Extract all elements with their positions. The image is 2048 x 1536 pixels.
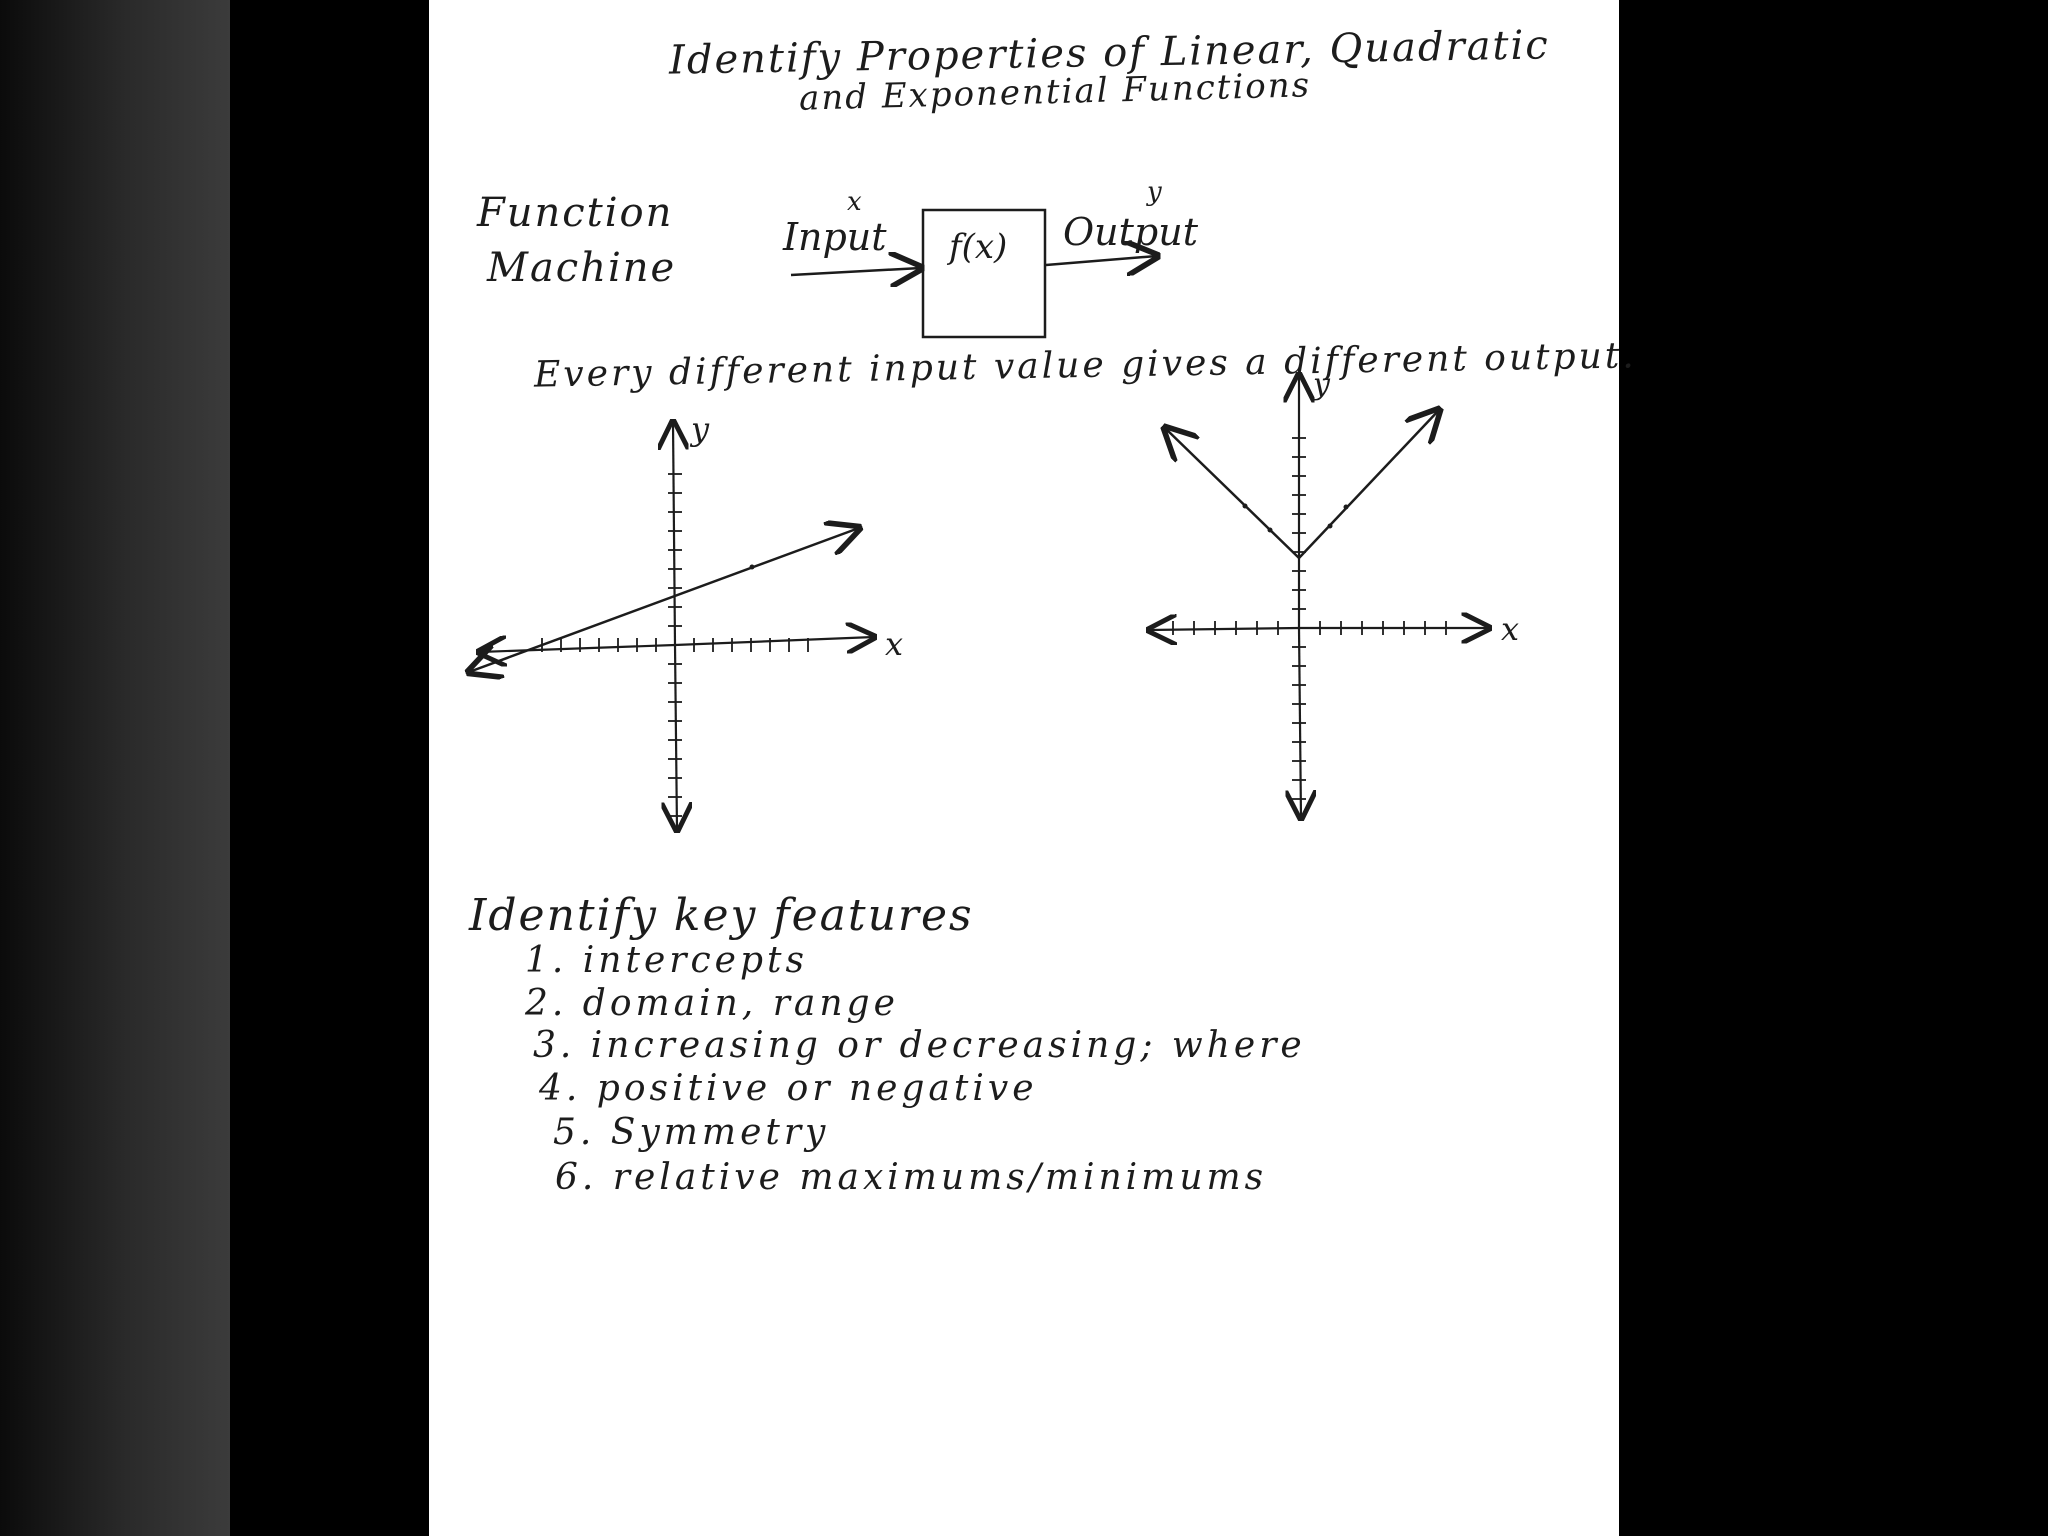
abs-point	[1343, 504, 1349, 510]
left-graph-x-axis-right	[674, 637, 874, 645]
function-box-label: f(x)	[946, 227, 1007, 267]
output-label: Output	[1063, 210, 1199, 254]
right-graph-x-label: x	[1501, 610, 1519, 648]
sketch-diagrams: x Input f(x) y Output x y	[429, 177, 1519, 1536]
output-variable: y	[1146, 177, 1162, 207]
abs-left-branch	[1165, 428, 1300, 559]
function-machine-label-1: Function	[477, 190, 674, 236]
function-machine-diagram: x Input f(x) y Output	[782, 177, 1199, 339]
right-graph-x-axis-left	[1149, 628, 1300, 630]
abs-point	[1327, 523, 1333, 529]
absolute-value-graph: x y	[1149, 367, 1519, 818]
feature-item: 2. domain, range	[525, 983, 899, 1024]
input-variable: x	[847, 187, 862, 217]
abs-point	[1267, 527, 1273, 533]
function-machine-label-2: Machine	[487, 245, 677, 291]
letterbox-left	[230, 0, 429, 1536]
feature-item: 6. relative maximums/minimums	[555, 1157, 1268, 1198]
input-label: Input	[782, 215, 887, 259]
feature-item: 3. increasing or decreasing; where	[533, 1025, 1306, 1066]
feature-item: 4. positive or negative	[539, 1068, 1038, 1109]
output-arrow	[1045, 256, 1157, 265]
linear-function-line	[469, 528, 859, 672]
feature-item: 1. intercepts	[525, 940, 808, 981]
right-graph-ticks	[1172, 437, 1447, 800]
feature-item: 5. Symmetry	[553, 1112, 830, 1153]
line-point	[749, 564, 755, 570]
abs-point	[1242, 503, 1248, 509]
abs-right-branch	[1298, 410, 1439, 559]
left-graph-y-label: y	[689, 410, 710, 448]
left-graph-y-axis-up	[673, 422, 675, 646]
video-left-backdrop	[0, 0, 230, 1536]
right-graph-y-label: y	[1311, 367, 1331, 402]
left-graph-x-axis-left	[479, 645, 676, 652]
key-features-heading: Identify key features	[469, 890, 974, 941]
notes-page: Identify Properties of Linear, Quadratic…	[429, 0, 1637, 1536]
linear-graph: x y	[469, 410, 903, 830]
left-graph-y-axis-down	[675, 644, 677, 830]
function-box	[921, 208, 1047, 339]
input-arrow	[790, 268, 921, 275]
left-graph-x-label: x	[885, 625, 903, 663]
letterbox-right	[1619, 0, 2048, 1536]
